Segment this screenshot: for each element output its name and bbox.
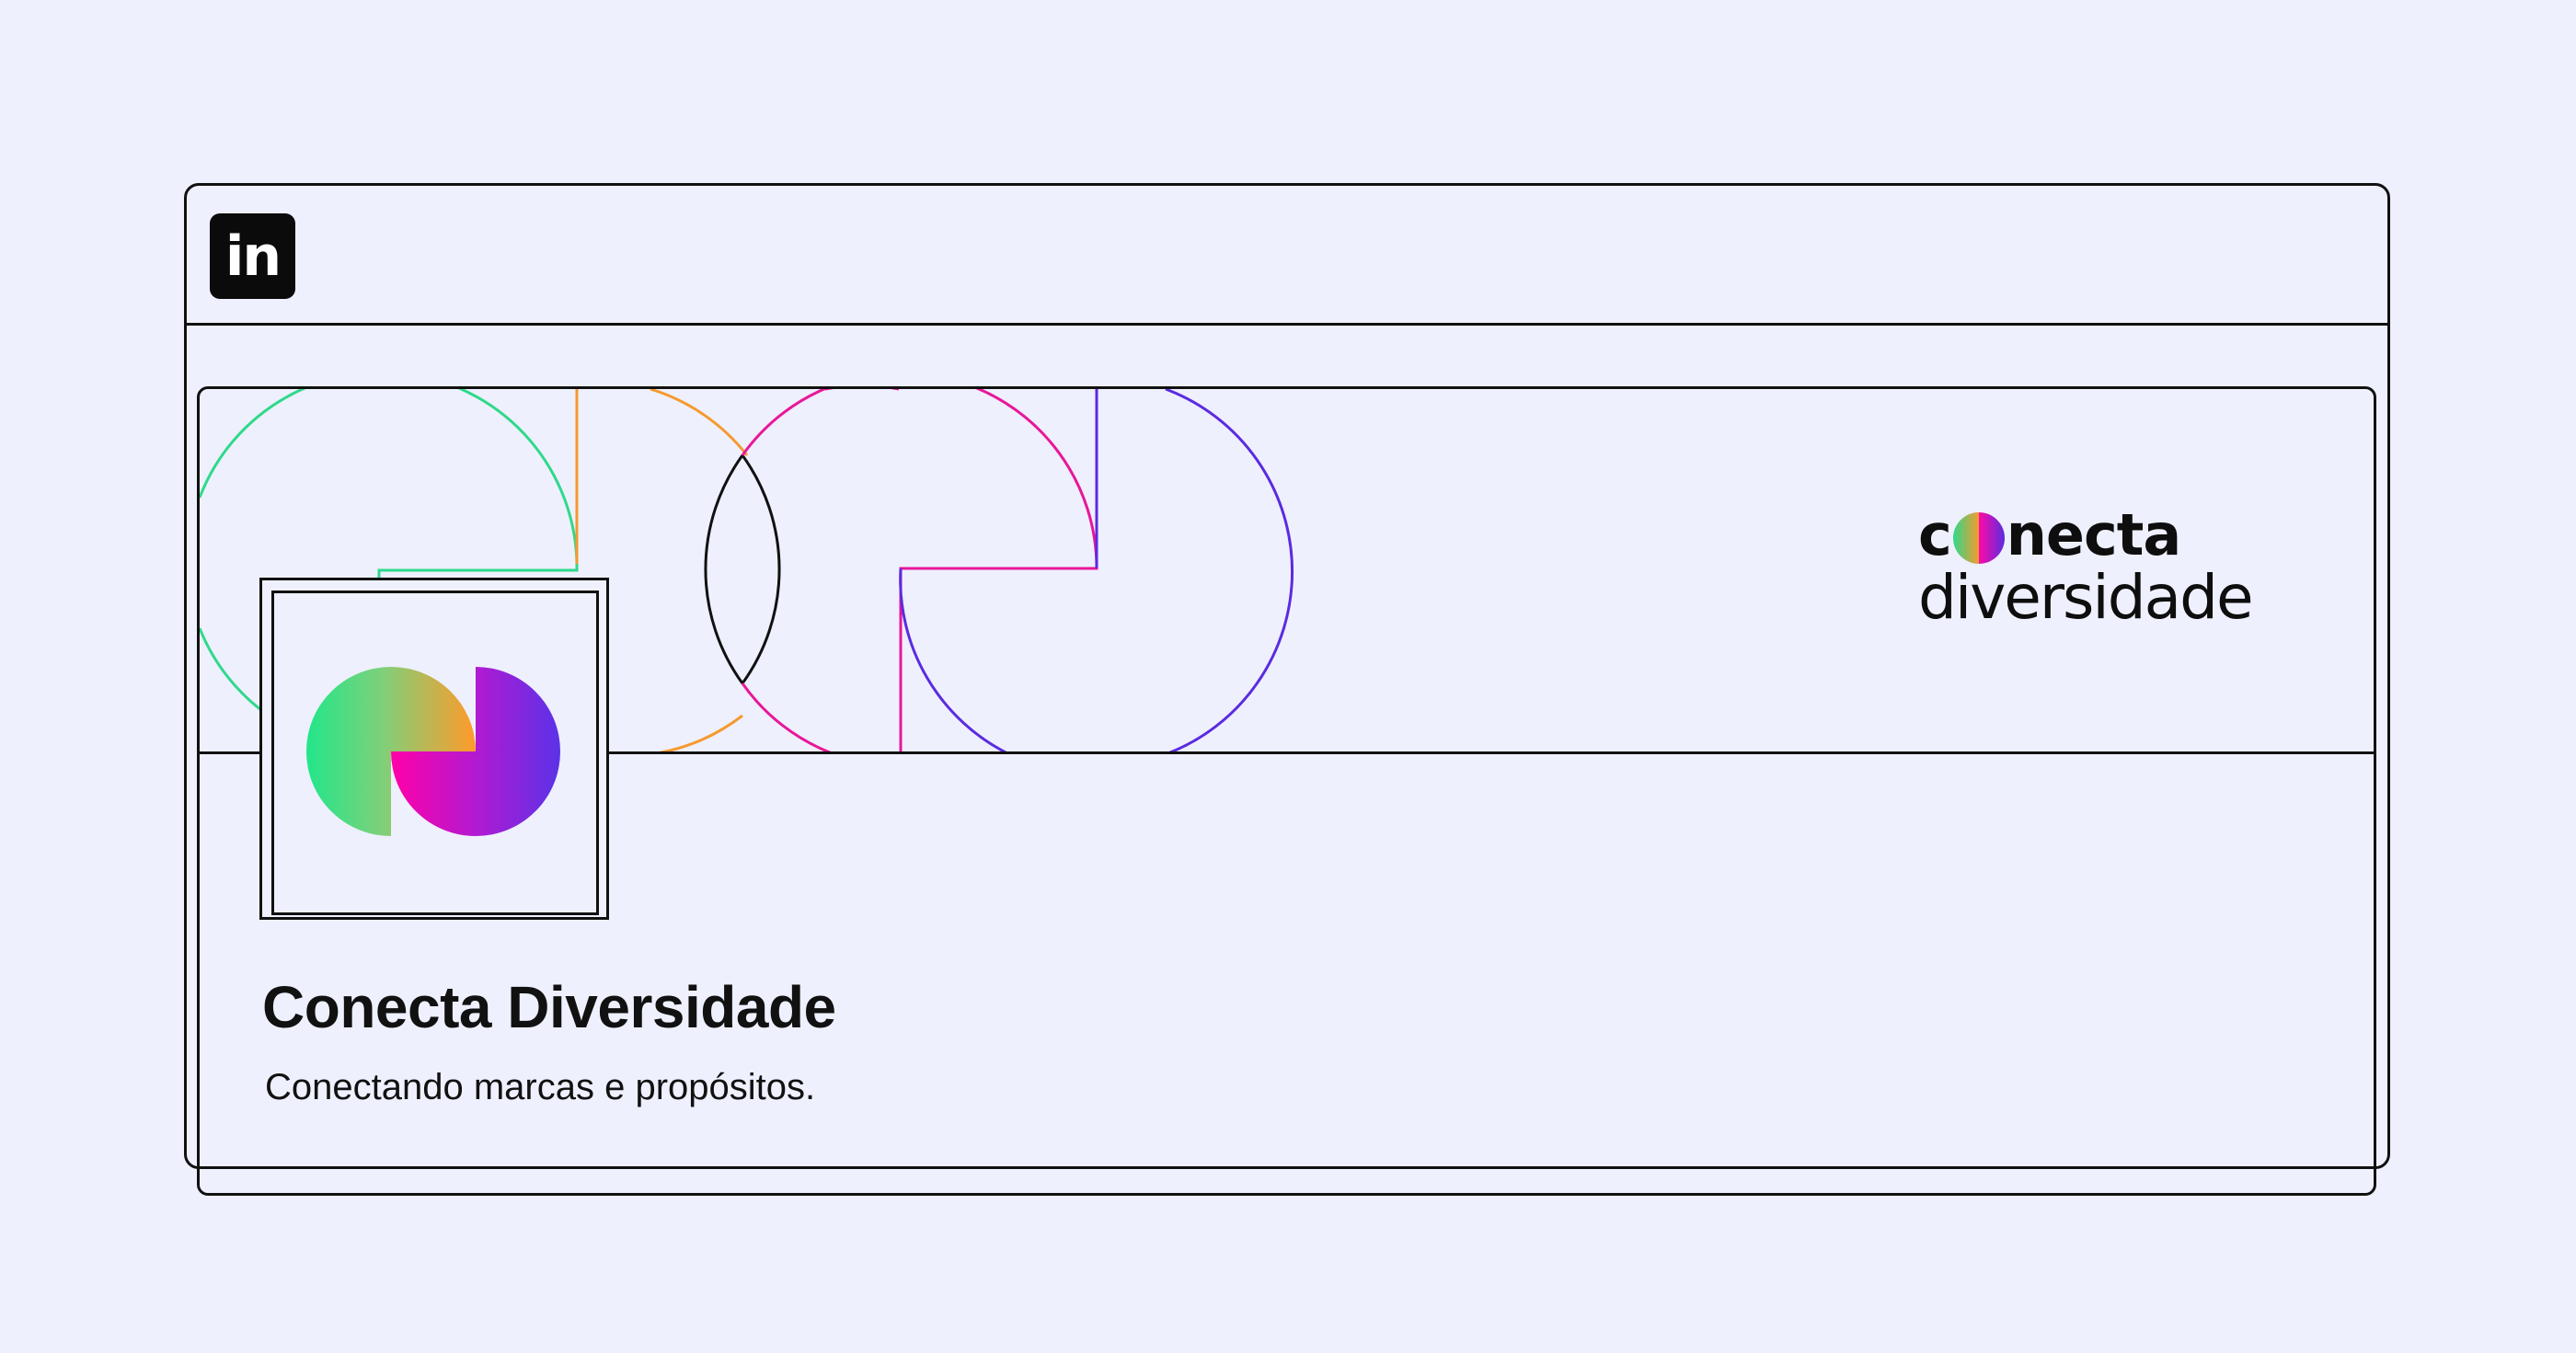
- pattern-black-arc-right: [741, 454, 781, 684]
- brand-wordmark-line1: c necta: [1918, 507, 2286, 564]
- cover-banner[interactable]: c necta: [200, 389, 2374, 754]
- profile-card: c necta: [197, 386, 2376, 1196]
- conecta-logo-icon: [306, 667, 560, 836]
- brand-prefix: c: [1918, 501, 1952, 568]
- linkedin-logo-text: in: [224, 224, 282, 289]
- brand-suffix: necta: [2006, 501, 2181, 568]
- pattern-purple-arc-lower: [899, 568, 1007, 751]
- window-header: in: [187, 186, 2387, 326]
- pattern-orange-arc-lower: [658, 714, 743, 751]
- linkedin-icon[interactable]: in: [210, 213, 295, 299]
- avatar[interactable]: [271, 591, 599, 915]
- pattern-orange-arc: [650, 389, 749, 456]
- linkedin-window: in: [184, 183, 2390, 1169]
- pattern-pink-arc: [741, 389, 1098, 751]
- company-name: Conecta Diversidade: [262, 974, 836, 1040]
- brand-logo: c necta: [1918, 507, 2286, 628]
- brand-o-icon: [1952, 512, 2005, 564]
- banner-pattern: [200, 389, 1294, 751]
- brand-wordmark-line2: diversidade: [1918, 562, 2254, 633]
- pattern-purple-arc: [1165, 389, 1294, 751]
- pattern-green-arc-lower: [200, 627, 270, 717]
- pattern-green-arc: [200, 389, 579, 582]
- pattern-pink-arc-lower: [741, 682, 832, 751]
- pattern-black-arc-left: [704, 454, 744, 684]
- company-tagline: Conectando marcas e propósitos.: [265, 1067, 816, 1107]
